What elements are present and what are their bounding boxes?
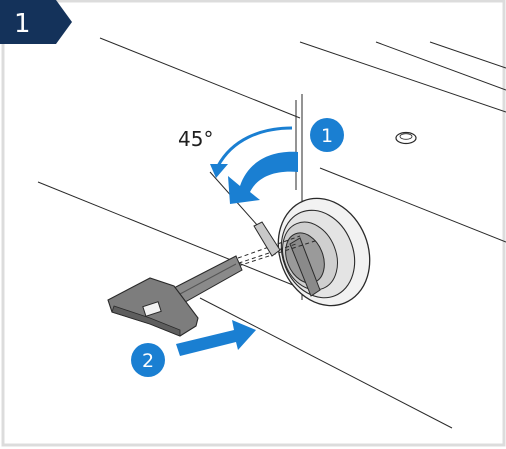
surface-hole (395, 131, 417, 145)
badge-rotate-number: 1 (321, 125, 333, 147)
key-icon (107, 255, 243, 337)
rotate-arrow-icon (228, 151, 298, 204)
keyway-slot (289, 237, 321, 297)
machine-body-lines (37, 37, 506, 429)
lock-cylinder-icon (277, 197, 371, 307)
angle-label: 45° (178, 127, 213, 151)
step-badge-rotate: 1 (310, 118, 344, 152)
step-header: 1 (0, 0, 72, 44)
step-badge-insert: 2 (131, 343, 165, 377)
insert-arrow-icon (176, 320, 256, 356)
surface-hole-inner (399, 133, 413, 140)
step-number: 1 (14, 9, 31, 39)
badge-insert-number: 2 (142, 350, 154, 372)
angle-arc-arrowhead (210, 164, 228, 178)
step-tab-shape (0, 0, 72, 44)
rotated-blade-ghost (253, 221, 281, 257)
angle-arc (216, 126, 293, 167)
